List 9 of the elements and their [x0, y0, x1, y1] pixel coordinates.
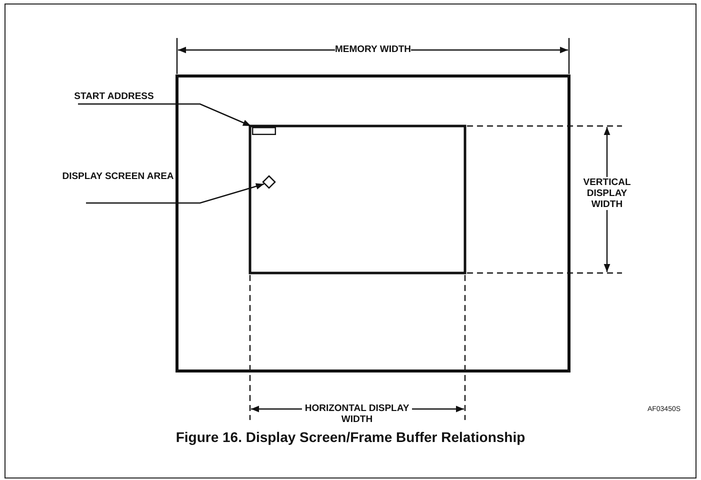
leader-line [86, 183, 264, 204]
dimension-label: MEMORY WIDTH [335, 44, 411, 55]
dimension-label: HORIZONTAL DISPLAY WIDTH [302, 403, 412, 425]
address-marker [252, 127, 276, 135]
figure-caption: Figure 16. Display Screen/Frame Buffer Relationship [174, 429, 526, 445]
callout-text: START ADDRESS [52, 91, 176, 104]
leader-line [78, 103, 252, 127]
callout-text: DISPLAY SCREEN AREA [60, 171, 176, 195]
diamond-marker [262, 175, 276, 189]
